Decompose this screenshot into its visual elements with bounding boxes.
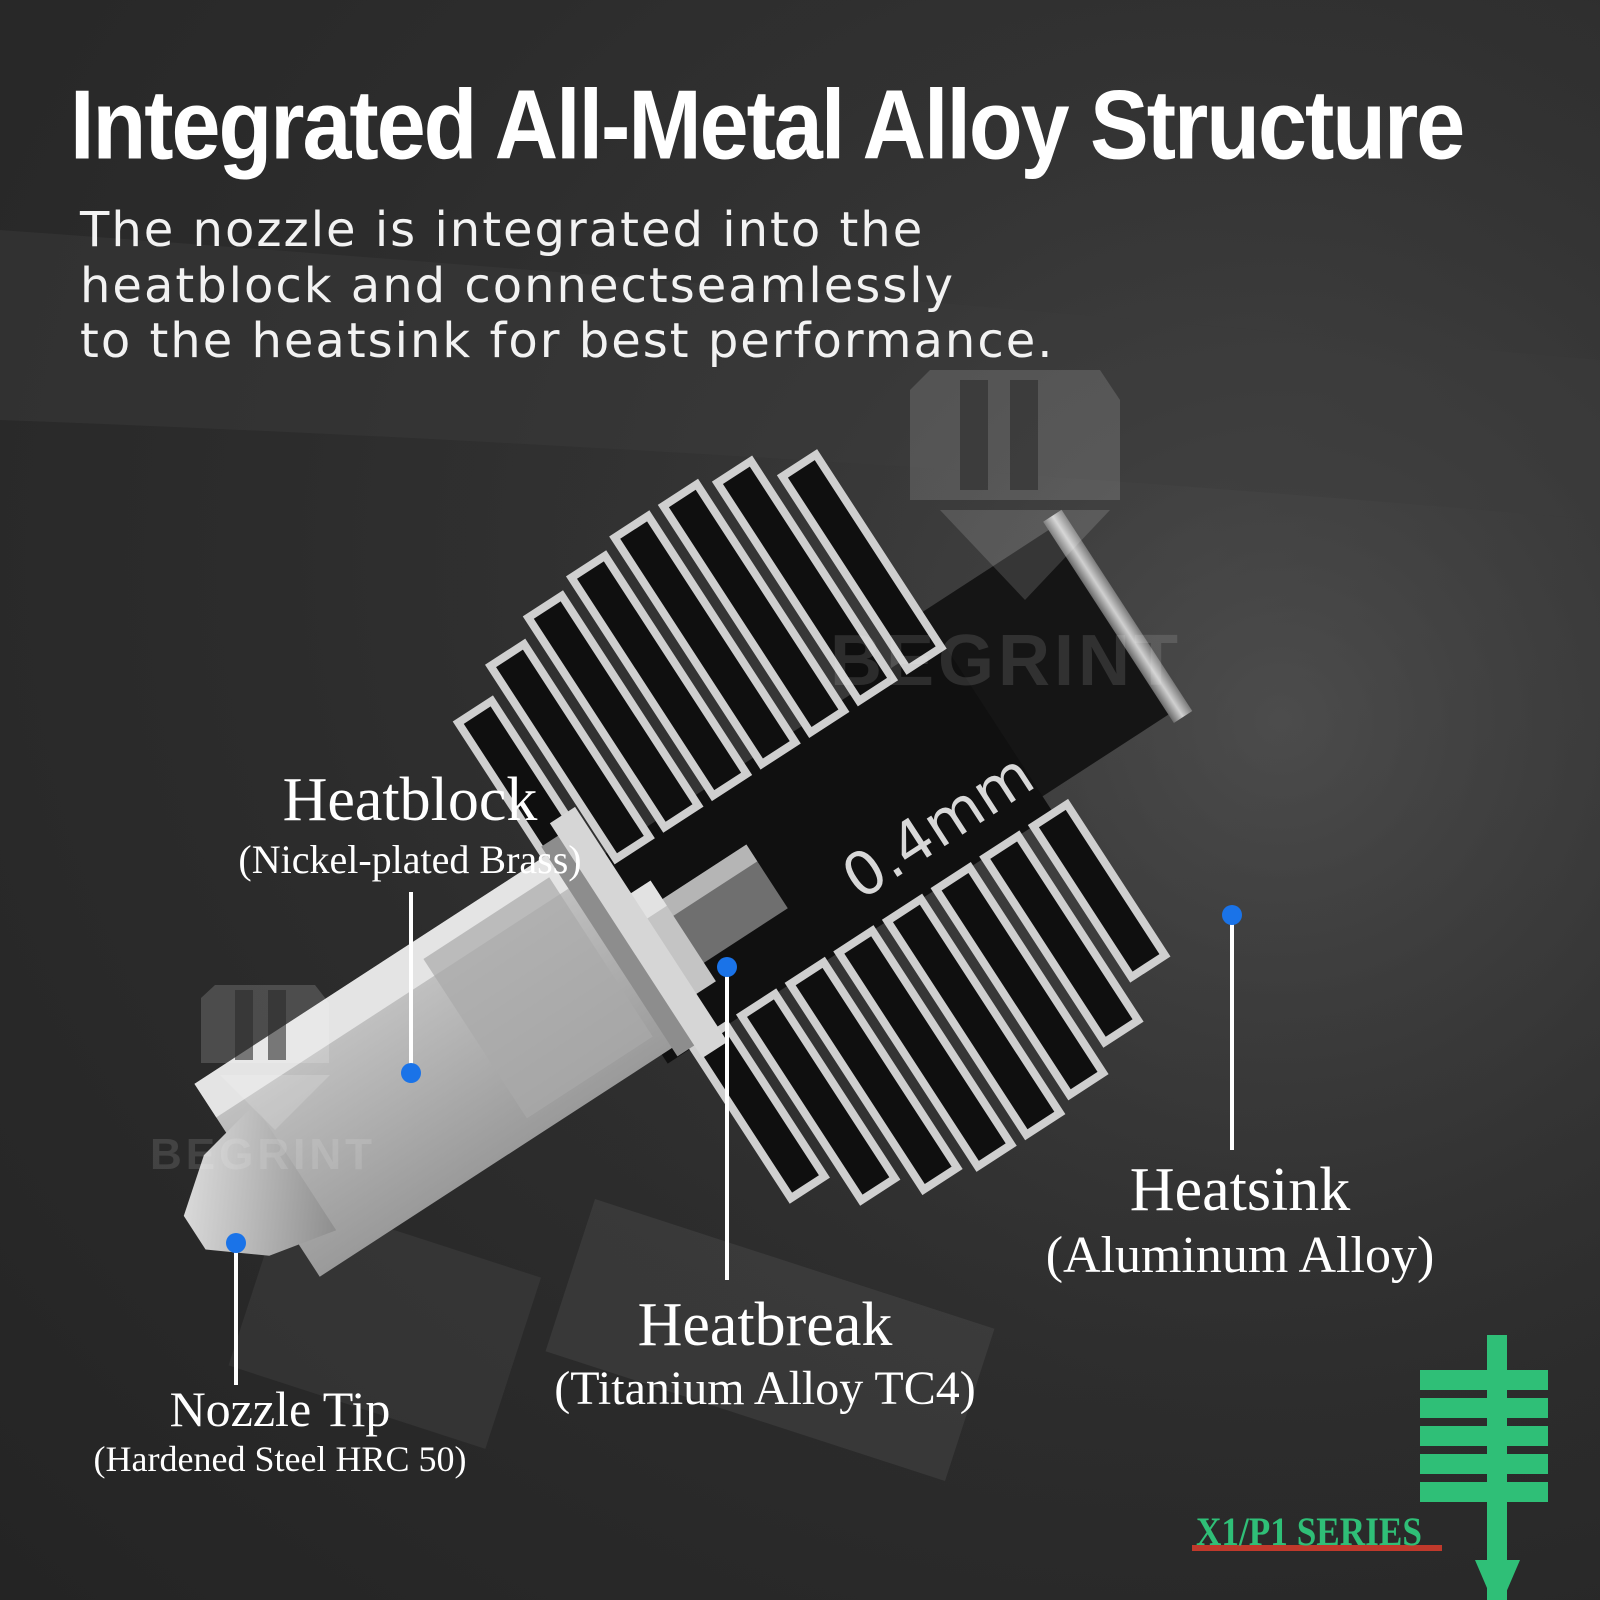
heatsink-upper-fins <box>452 449 947 896</box>
heatsink-rear-block <box>914 524 1177 802</box>
nozzle-tip-material: (Hardened Steel HRC 50) <box>93 1439 467 1479</box>
nozzle-tip-dot <box>226 1233 246 1253</box>
nozzle-tip-label: Nozzle Tip <box>169 1381 391 1437</box>
callout-dots <box>226 905 1242 1253</box>
heatblock-callout: Heatblock (Nickel-plated Brass) <box>180 765 640 883</box>
heatsink-material: (Aluminum Alloy) <box>1045 1227 1435 1284</box>
nozzle-tip-callout: Nozzle Tip (Hardened Steel HRC 50) <box>55 1380 505 1480</box>
reflection <box>228 1194 995 1481</box>
background-streak <box>0 230 1600 520</box>
heatsink-callout: Heatsink (Aluminum Alloy) <box>1000 1155 1480 1285</box>
heatblock-dot <box>401 1063 421 1083</box>
subtitle-line-1: The nozzle is integrated into the <box>80 202 925 258</box>
heatbreak-label: Heatbreak <box>637 1291 893 1359</box>
page-title: Integrated All-Metal Alloy Structure <box>70 69 1465 180</box>
subtitle-line-2: heatblock and connectseamlessly <box>80 258 956 314</box>
watermark-text-top: BEGRINT <box>830 621 1182 701</box>
heatblock-material: (Nickel-plated Brass) <box>238 837 582 882</box>
heatbreak-dot <box>717 957 737 977</box>
subtitle-line-3: to the heatsink for best performance. <box>80 313 1055 369</box>
watermark-logo-bottom <box>201 985 330 1130</box>
callout-lines <box>234 892 1234 1385</box>
heatbreak-material: (Titanium Alloy TC4) <box>554 1362 976 1415</box>
heatsink-dot <box>1222 905 1242 925</box>
heatbreak-callout: Heatbreak (Titanium Alloy TC4) <box>500 1290 1030 1416</box>
heatblock-label: Heatblock <box>282 766 538 834</box>
heatsink-label: Heatsink <box>1129 1156 1351 1224</box>
series-badge: X1/P1 SERIES <box>1196 1509 1422 1554</box>
heatblock <box>194 806 728 1277</box>
watermark-text-bottom: BEGRINT <box>150 1130 376 1179</box>
series-underline <box>1192 1545 1442 1551</box>
nozzle-tip-shape <box>183 1104 337 1256</box>
watermark-logo-top <box>910 370 1120 600</box>
series-hotend-icon <box>1420 1335 1548 1600</box>
